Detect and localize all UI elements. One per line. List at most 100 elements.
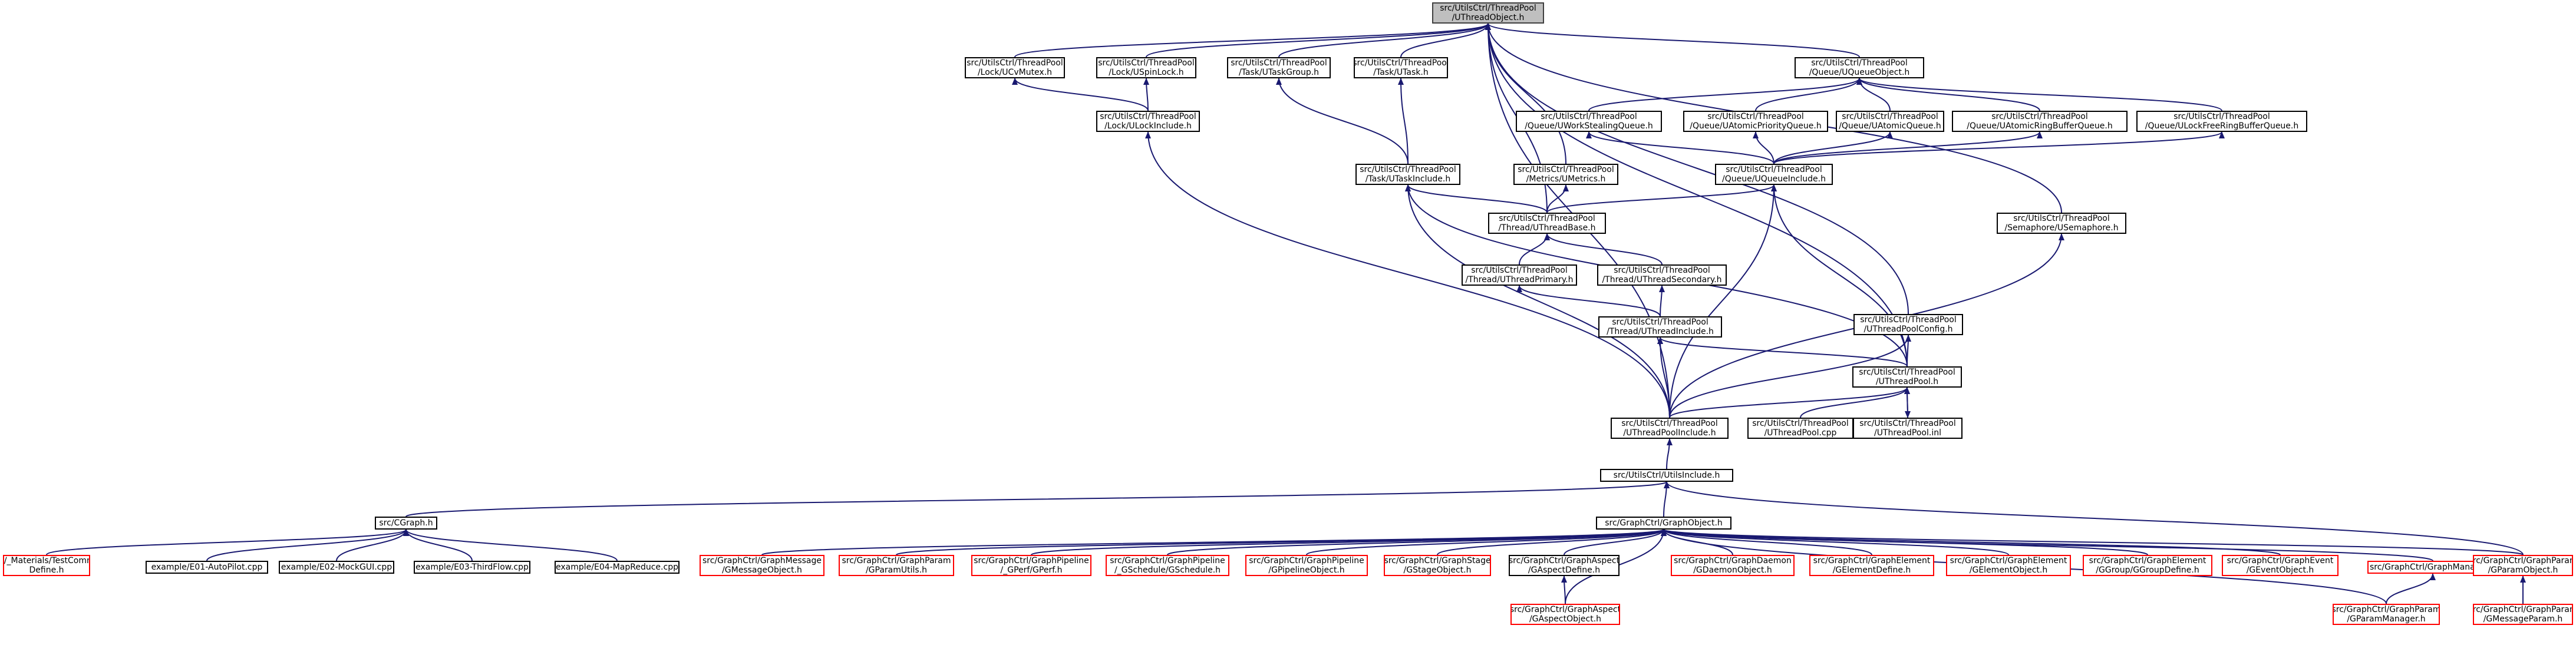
node-gaspectobject[interactable]: src/GraphCtrl/GraphAspect/GAspectObject.… xyxy=(1510,604,1620,625)
node-label-line: src/GraphCtrl/GraphPipeline xyxy=(1110,556,1225,565)
node-label-line: src/UtilsCtrl/ThreadPool xyxy=(1100,112,1196,121)
node-gaspectdefine[interactable]: src/GraphCtrl/GraphAspect/GAspectDefine.… xyxy=(1509,555,1620,576)
node-uthreadinclude[interactable]: src/UtilsCtrl/ThreadPool/Thread/UThreadI… xyxy=(1598,316,1722,338)
node-label-line: /GDaemonObject.h xyxy=(1693,565,1772,575)
node-uthreadpoolinclude[interactable]: src/UtilsCtrl/ThreadPool/UThreadPoolIncl… xyxy=(1611,418,1729,439)
node-uthreadsecondary[interactable]: src/UtilsCtrl/ThreadPool/Thread/UThreadS… xyxy=(1597,264,1727,286)
node-label-line: /GAspectObject.h xyxy=(1529,614,1602,624)
node-gmessageparam[interactable]: src/GraphCtrl/GraphParam/GMessageParam.h xyxy=(2473,604,2573,625)
node-gelementobject[interactable]: src/GraphCtrl/GraphElement/GElementObjec… xyxy=(1946,555,2071,576)
node-label-line: /Queue/ULockFreeRingBufferQueue.h xyxy=(2145,121,2299,131)
node-ucvmutex[interactable]: src/UtilsCtrl/ThreadPool/Lock/UCvMutex.h xyxy=(965,57,1065,78)
node-label-line: example/E03-ThirdFlow.cpp xyxy=(415,563,529,572)
node-utaskgroup[interactable]: src/UtilsCtrl/ThreadPool/Task/UTaskGroup… xyxy=(1227,57,1331,78)
node-label-line: src/UtilsCtrl/ThreadPool xyxy=(1518,165,1614,174)
node-ulockinclude[interactable]: src/UtilsCtrl/ThreadPool/Lock/ULockInclu… xyxy=(1096,111,1200,132)
node-label-line: src/GraphCtrl/GraphObject.h xyxy=(1605,518,1723,528)
node-label-line: src/GraphCtrl/GraphAspect xyxy=(1510,605,1620,614)
node-uthreadpoolconfig[interactable]: src/UtilsCtrl/ThreadPool/UThreadPoolConf… xyxy=(1853,314,1963,335)
node-cgraph[interactable]: src/CGraph.h xyxy=(375,517,437,530)
node-label-line: src/GraphCtrl/GraphManager.h xyxy=(2369,563,2496,572)
node-utask[interactable]: src/UtilsCtrl/ThreadPool/Task/UTask.h xyxy=(1354,57,1448,78)
node-uthreadbase[interactable]: src/UtilsCtrl/ThreadPool/Thread/UThreadB… xyxy=(1488,213,1606,234)
node-uthreadpoolinl[interactable]: src/UtilsCtrl/ThreadPool/UThreadPool.inl xyxy=(1853,418,1962,439)
node-label-line: src/UtilsCtrl/ThreadPool xyxy=(1752,419,1849,428)
node-label-line: /Task/UTaskGroup.h xyxy=(1238,68,1320,77)
node-label-line: /Queue/UQueueObject.h xyxy=(1809,68,1910,77)
node-label-line: src/UtilsCtrl/ThreadPool xyxy=(1707,112,1804,121)
node-gparammanager[interactable]: src/GraphCtrl/GraphParam/GParamManager.h xyxy=(2333,604,2440,625)
node-label-line: /_GSchedule/GSchedule.h xyxy=(1114,565,1221,575)
node-label-line: /GParamUtils.h xyxy=(865,565,928,575)
node-label-line: Define.h xyxy=(29,565,64,575)
node-gpipelineobject[interactable]: src/GraphCtrl/GraphPipeline/GPipelineObj… xyxy=(1245,555,1368,576)
node-label-line: src/UtilsCtrl/ThreadPool xyxy=(1991,112,2088,121)
node-utaskinclude[interactable]: src/UtilsCtrl/ThreadPool/Task/UTaskInclu… xyxy=(1355,164,1460,185)
node-ggroupdefine[interactable]: src/GraphCtrl/GraphElement/GGroup/GGroup… xyxy=(2083,555,2212,576)
node-label-line: /GMessageParam.h xyxy=(2483,614,2563,624)
node-label-line: src/UtilsCtrl/ThreadPool xyxy=(1360,165,1456,174)
node-label-line: src/UtilsCtrl/ThreadPool xyxy=(2173,112,2270,121)
node-e03[interactable]: example/E03-ThirdFlow.cpp xyxy=(414,561,530,574)
node-label-line: src/UtilsCtrl/ThreadPool xyxy=(967,58,1063,68)
node-uatomicring[interactable]: src/UtilsCtrl/ThreadPool/Queue/UAtomicRi… xyxy=(1952,111,2128,132)
node-uworkstealing[interactable]: src/UtilsCtrl/ThreadPool/Queue/UWorkStea… xyxy=(1516,111,1662,132)
node-label-line: /Lock/ULockInclude.h xyxy=(1104,121,1192,131)
node-label-line: /Lock/USpinLock.h xyxy=(1109,68,1184,77)
node-usemaphore[interactable]: src/UtilsCtrl/ThreadPool/Semaphore/USema… xyxy=(1997,213,2126,234)
node-label-line: /GPipelineObject.h xyxy=(1268,565,1345,575)
node-geventobject[interactable]: src/GraphCtrl/GraphEvent/GEventObject.h xyxy=(2222,555,2338,576)
node-label-line: src/UtilsCtrl/ThreadPool xyxy=(1726,165,1822,174)
node-umetrics[interactable]: src/UtilsCtrl/ThreadPool/Metrics/UMetric… xyxy=(1513,164,1618,185)
node-gdaemonobject[interactable]: src/GraphCtrl/GraphDaemon/GDaemonObject.… xyxy=(1671,555,1795,576)
node-label-line: src/GraphCtrl/GraphParam xyxy=(2473,605,2573,614)
node-label-line: /GElementObject.h xyxy=(1969,565,2048,575)
node-label-line: src/UtilsCtrl/ThreadPool xyxy=(1499,214,1595,223)
node-e04[interactable]: example/E04-MapReduce.cpp xyxy=(555,561,680,574)
node-gparamobject[interactable]: src/GraphCtrl/GraphParam/GParamObject.h xyxy=(2473,555,2573,576)
node-label-line: /GStageObject.h xyxy=(1403,565,1472,575)
node-uthreadpool[interactable]: src/UtilsCtrl/ThreadPool/UThreadPool.h xyxy=(1852,366,1962,388)
node-uutilsinclude[interactable]: src/UtilsCtrl/UtilsInclude.h xyxy=(1600,469,1733,482)
node-gmessageobject[interactable]: src/GraphCtrl/GraphMessage/GMessageObjec… xyxy=(700,555,824,576)
node-label-line: /UThreadObject.h xyxy=(1452,13,1525,22)
node-label-line: src/GraphCtrl/GraphPipeline xyxy=(974,556,1089,565)
node-label-line: src/GraphCtrl/GraphAspect xyxy=(1509,556,1620,565)
node-label-line: src/GraphCtrl/GraphParam xyxy=(2473,556,2573,565)
node-label-line: /Thread/UThreadBase.h xyxy=(1498,223,1596,233)
node-graphobject[interactable]: src/GraphCtrl/GraphObject.h xyxy=(1596,517,1731,530)
node-uspinlock[interactable]: src/UtilsCtrl/ThreadPool/Lock/USpinLock.… xyxy=(1096,57,1196,78)
node-label-line: src/UtilsCtrl/ThreadPool xyxy=(1098,58,1195,68)
node-label-line: src/UtilsCtrl/ThreadPool xyxy=(1612,317,1708,327)
node-e02[interactable]: example/E02-MockGUI.cpp xyxy=(279,561,394,574)
node-ulockfreering[interactable]: src/UtilsCtrl/ThreadPool/Queue/ULockFree… xyxy=(2136,111,2307,132)
node-label-line: example/E02-MockGUI.cpp xyxy=(281,563,392,572)
node-testcommon[interactable]: test/_Materials/TestCommonDefine.h xyxy=(3,555,90,576)
node-graphmanager[interactable]: src/GraphCtrl/GraphManager.h xyxy=(2367,561,2498,574)
node-e01[interactable]: example/E01-AutoPilot.cpp xyxy=(146,561,268,574)
node-uatomicqueue[interactable]: src/UtilsCtrl/ThreadPool/Queue/UAtomicQu… xyxy=(1836,111,1944,132)
node-label-line: /UThreadPoolInclude.h xyxy=(1623,428,1716,438)
node-label-line: /GMessageObject.h xyxy=(722,565,802,575)
node-label-line: src/UtilsCtrl/ThreadPool xyxy=(1541,112,1637,121)
node-uqueueobject[interactable]: src/UtilsCtrl/ThreadPool/Queue/UQueueObj… xyxy=(1795,57,1924,78)
node-gschedule[interactable]: src/GraphCtrl/GraphPipeline/_GSchedule/G… xyxy=(1106,555,1229,576)
node-label-line: /UThreadPool.inl xyxy=(1874,428,1941,438)
node-label-line: src/UtilsCtrl/ThreadPool xyxy=(1842,112,1938,121)
node-gparamutils[interactable]: src/GraphCtrl/GraphParam/GParamUtils.h xyxy=(839,555,954,576)
node-gperf[interactable]: src/GraphCtrl/GraphPipeline/_GPerf/GPerf… xyxy=(971,555,1091,576)
node-label-line: /Lock/UCvMutex.h xyxy=(977,68,1053,77)
node-label-line: /GParamManager.h xyxy=(2347,614,2426,624)
node-gelementdefine[interactable]: src/GraphCtrl/GraphElement/GElementDefin… xyxy=(1809,555,1934,576)
node-uthreadprimary[interactable]: src/UtilsCtrl/ThreadPool/Thread/UThreadP… xyxy=(1462,264,1577,286)
node-label-line: src/GraphCtrl/GraphElement xyxy=(2089,556,2206,565)
node-uqueueinclude[interactable]: src/UtilsCtrl/ThreadPool/Queue/UQueueInc… xyxy=(1715,164,1833,185)
node-label-line: src/UtilsCtrl/ThreadPool xyxy=(1440,4,1536,13)
node-label-line: src/GraphCtrl/GraphDaemon xyxy=(1674,556,1792,565)
node-uthreadpoolcpp[interactable]: src/UtilsCtrl/ThreadPool/UThreadPool.cpp xyxy=(1747,418,1853,439)
node-label-line: src/GraphCtrl/GraphMessage xyxy=(702,556,822,565)
node-gstageobject[interactable]: src/GraphCtrl/GraphStage/GStageObject.h xyxy=(1384,555,1491,576)
node-uatomicpriority[interactable]: src/UtilsCtrl/ThreadPool/Queue/UAtomicPr… xyxy=(1683,111,1828,132)
node-label-line: src/GraphCtrl/GraphParam xyxy=(2333,605,2440,614)
node-uthreadobject: src/UtilsCtrl/ThreadPool/UThreadObject.h xyxy=(1432,2,1544,24)
